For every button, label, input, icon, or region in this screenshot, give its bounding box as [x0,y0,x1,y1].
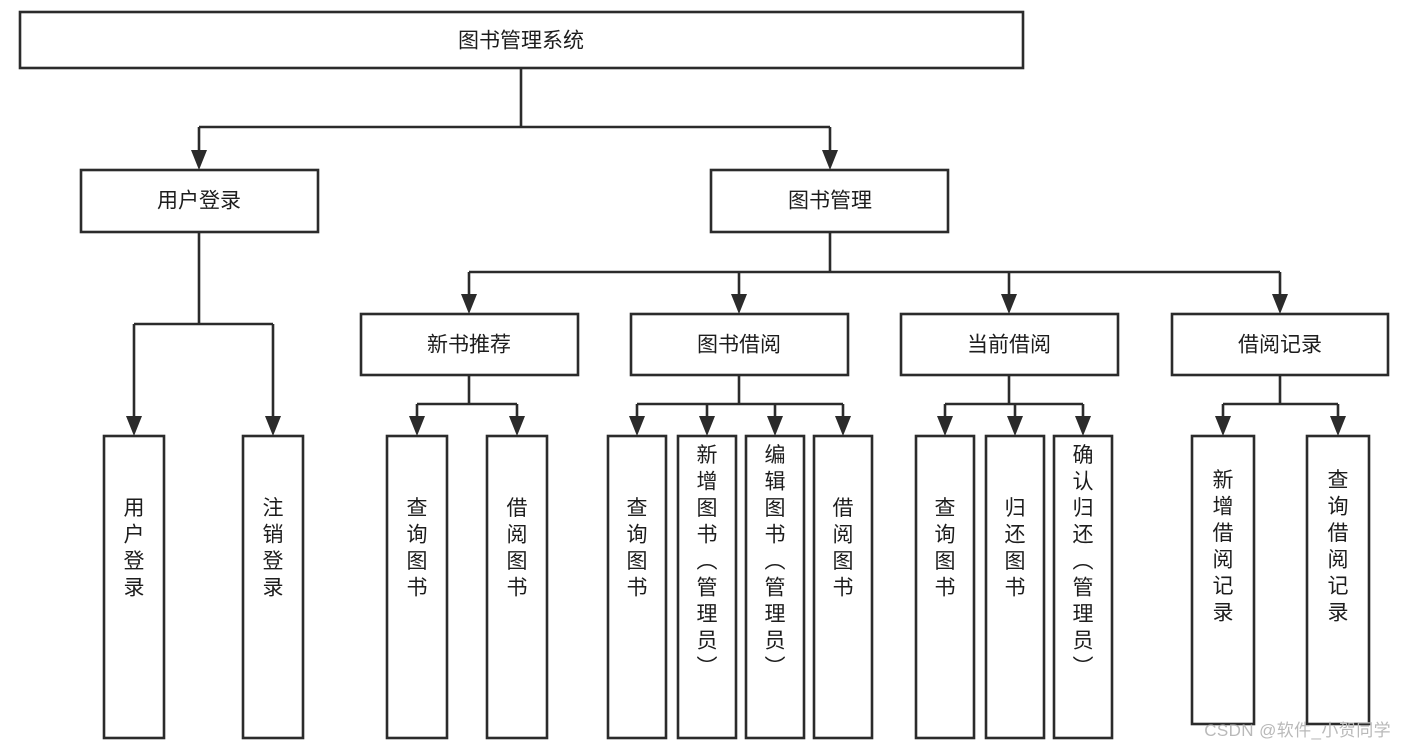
arrow-head-leaf-add-record [1215,416,1231,436]
node-current-borrow[interactable]: 当前借阅 [899,312,1120,377]
node-leaf-edit-book[interactable]: 编辑图书︵管理员︶ [744,434,806,740]
node-leaf-confirm-return-label: 确认归还︵管理员︶ [1073,444,1094,679]
node-leaf-user-login-box[interactable] [102,434,166,740]
csdn-watermark: CSDN @软件_小贺同学 [1204,721,1391,740]
node-leaf-edit-book-box[interactable] [744,434,806,740]
node-leaf-add-book-box[interactable] [676,434,738,740]
node-leaf-query-record-label: 查询借阅记录 [1328,469,1349,625]
arrow-head-leaf-query-book-2 [629,416,645,436]
arrow-head-book-borrow [731,294,747,314]
node-book-borrow-label: 图书借阅 [697,334,781,357]
node-leaf-return-book-box[interactable] [984,434,1046,740]
node-new-book-recommend-label: 新书推荐 [427,334,511,357]
node-user-login-box[interactable] [79,168,320,234]
node-book-borrow-box[interactable] [629,312,850,377]
arrow-head-borrow-record [1272,294,1288,314]
node-leaf-add-record-label: 新增借阅记录 [1213,469,1234,625]
node-leaf-query-book-3-box[interactable] [914,434,976,740]
node-leaf-borrow-book-2-box[interactable] [812,434,874,740]
arrow-head-leaf-user-login [126,416,142,436]
arrow-head-leaf-query-book-3 [937,416,953,436]
node-leaf-return-book[interactable]: 归还图书 [984,434,1046,740]
node-current-borrow-box[interactable] [899,312,1120,377]
node-leaf-borrow-book-1[interactable]: 借阅图书 [485,434,549,740]
node-leaf-query-book-2-box[interactable] [606,434,668,740]
node-borrow-record-box[interactable] [1170,312,1390,377]
node-user-login[interactable]: 用户登录 [79,168,320,234]
node-new-book-recommend-box[interactable] [359,312,580,377]
node-root-label: 图书管理系统 [458,30,584,53]
node-leaf-confirm-return-box[interactable] [1052,434,1114,740]
node-leaf-confirm-return[interactable]: 确认归还︵管理员︶ [1052,434,1114,740]
node-leaf-borrow-book-2[interactable]: 借阅图书 [812,434,874,740]
arrow-head-leaf-borrow-book-1 [509,416,525,436]
arrow-head-current-borrow [1001,294,1017,314]
arrow-head-user-login [191,150,207,170]
arrow-head-leaf-edit-book [767,416,783,436]
node-leaf-query-book-1[interactable]: 查询图书 [385,434,449,740]
node-leaf-query-book-3[interactable]: 查询图书 [914,434,976,740]
node-new-book-recommend[interactable]: 新书推荐 [359,312,580,377]
node-leaf-borrow-book-1-label: 借阅图书 [507,497,528,600]
node-leaf-query-book-3-label: 查询图书 [935,497,956,600]
node-leaf-query-record-box[interactable] [1305,434,1371,726]
node-leaf-logout-box[interactable] [241,434,305,740]
node-root-box[interactable] [18,10,1025,70]
arrow-head-leaf-return-book [1007,416,1023,436]
node-leaf-logout-label: 注销登录 [263,497,284,600]
node-leaf-query-book-1-box[interactable] [385,434,449,740]
node-borrow-record-label: 借阅记录 [1238,334,1322,357]
node-book-management-label: 图书管理 [788,190,872,213]
arrow-head-book-management [822,150,838,170]
arrow-head-leaf-logout [265,416,281,436]
node-leaf-query-book-1-label: 查询图书 [407,497,428,600]
node-leaf-query-record[interactable]: 查询借阅记录 [1305,434,1371,726]
arrow-head-leaf-borrow-book-2 [835,416,851,436]
arrow-head-leaf-query-book-1 [409,416,425,436]
node-current-borrow-label: 当前借阅 [967,334,1051,357]
node-book-management-box[interactable] [709,168,950,234]
node-leaf-logout[interactable]: 注销登录 [241,434,305,740]
arrow-head-new-book-recommend [461,294,477,314]
node-user-login-label: 用户登录 [157,190,241,213]
arrow-head-leaf-add-book [699,416,715,436]
arrow-head-leaf-confirm-return [1075,416,1091,436]
node-leaf-edit-book-label: 编辑图书︵管理员︶ [765,444,786,679]
arrow-head-leaf-query-record [1330,416,1346,436]
node-book-borrow[interactable]: 图书借阅 [629,312,850,377]
node-leaf-borrow-book-2-label: 借阅图书 [833,497,854,600]
node-leaf-add-book[interactable]: 新增图书︵管理员︶ [676,434,738,740]
node-leaf-query-book-2[interactable]: 查询图书 [606,434,668,740]
node-book-management[interactable]: 图书管理 [709,168,950,234]
node-root[interactable]: 图书管理系统 [18,10,1025,70]
node-leaf-borrow-book-1-box[interactable] [485,434,549,740]
node-leaf-return-book-label: 归还图书 [1005,497,1026,600]
node-leaf-query-book-2-label: 查询图书 [627,497,648,600]
node-leaf-add-record-box[interactable] [1190,434,1256,726]
node-leaf-user-login[interactable]: 用户登录 [102,434,166,740]
node-leaf-add-book-label: 新增图书︵管理员︶ [697,444,718,679]
node-leaf-user-login-label: 用户登录 [124,497,145,600]
node-leaf-add-record[interactable]: 新增借阅记录 [1190,434,1256,726]
node-borrow-record[interactable]: 借阅记录 [1170,312,1390,377]
connector-layer [126,68,1346,436]
